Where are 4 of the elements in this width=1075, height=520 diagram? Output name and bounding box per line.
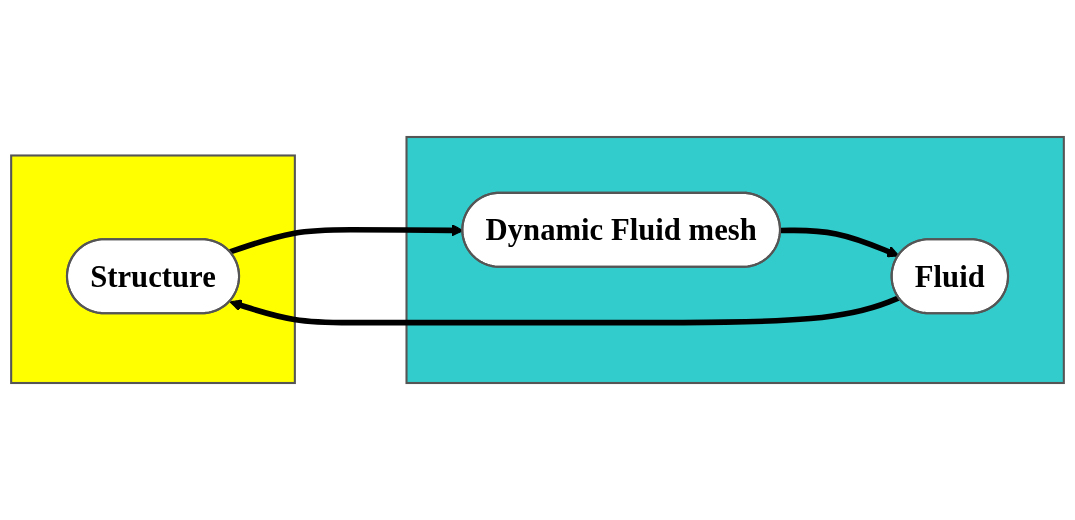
cluster [405,135,1065,385]
arrow [229,295,900,326]
cluster [10,154,296,385]
arrow [780,227,900,258]
